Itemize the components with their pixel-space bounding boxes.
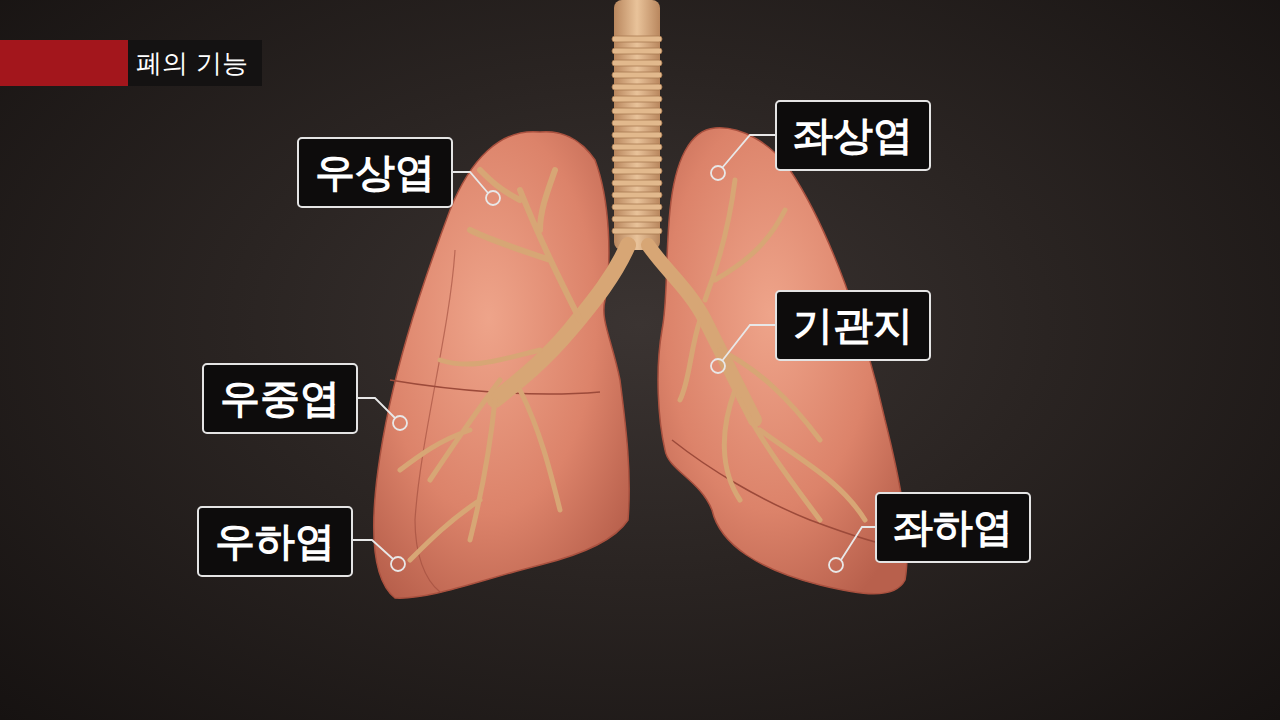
trachea-ring xyxy=(612,84,662,90)
callout-box: 우하엽 xyxy=(197,506,353,577)
callout-box: 기관지 xyxy=(775,290,931,361)
trachea-ring xyxy=(612,192,662,198)
trachea-ring xyxy=(612,132,662,138)
title: 폐의 기능 xyxy=(128,40,262,86)
trachea-rings xyxy=(612,36,662,234)
left-fissure xyxy=(672,440,902,548)
part-label: 기관지 xyxy=(793,298,913,353)
leader-dot xyxy=(393,416,407,430)
trachea-ring xyxy=(612,120,662,126)
leader-dot xyxy=(711,359,725,373)
left-lung xyxy=(658,128,907,594)
trachea-ring xyxy=(612,228,662,234)
trachea-ring xyxy=(612,36,662,42)
trachea-ring xyxy=(612,48,662,54)
trachea-ring xyxy=(612,72,662,78)
trachea-ring xyxy=(612,204,662,210)
trachea-ring xyxy=(612,180,662,186)
callout-box: 우상엽 xyxy=(297,137,453,208)
trachea-ring xyxy=(612,168,662,174)
part-label: 우하엽 xyxy=(215,514,335,569)
leader-dot xyxy=(711,166,725,180)
trachea-ring xyxy=(612,96,662,102)
trachea-ring xyxy=(612,216,662,222)
part-label: 좌상엽 xyxy=(793,108,913,163)
part-label: 우상엽 xyxy=(315,145,435,200)
right-main-bronchus xyxy=(495,245,628,400)
leader-dot xyxy=(829,558,843,572)
callout-box: 좌하엽 xyxy=(875,492,1031,563)
oblique-fissure xyxy=(415,250,455,592)
callout-box: 좌상엽 xyxy=(775,100,931,171)
part-label: 좌하엽 xyxy=(893,500,1013,555)
callout-box: 우중엽 xyxy=(202,363,358,434)
leader-line xyxy=(722,135,779,168)
trachea-ring xyxy=(612,60,662,66)
part-label: 우중엽 xyxy=(220,371,340,426)
lower-branches xyxy=(400,350,560,560)
trachea-ring xyxy=(612,156,662,162)
leader-line xyxy=(722,325,779,361)
title-bar xyxy=(0,40,128,86)
bronchial-tree xyxy=(400,170,865,560)
leader-dot xyxy=(486,191,500,205)
left-main-bronchus xyxy=(648,245,755,420)
leader-dot xyxy=(391,557,405,571)
trachea-ring xyxy=(612,108,662,114)
trachea-ring xyxy=(612,144,662,150)
